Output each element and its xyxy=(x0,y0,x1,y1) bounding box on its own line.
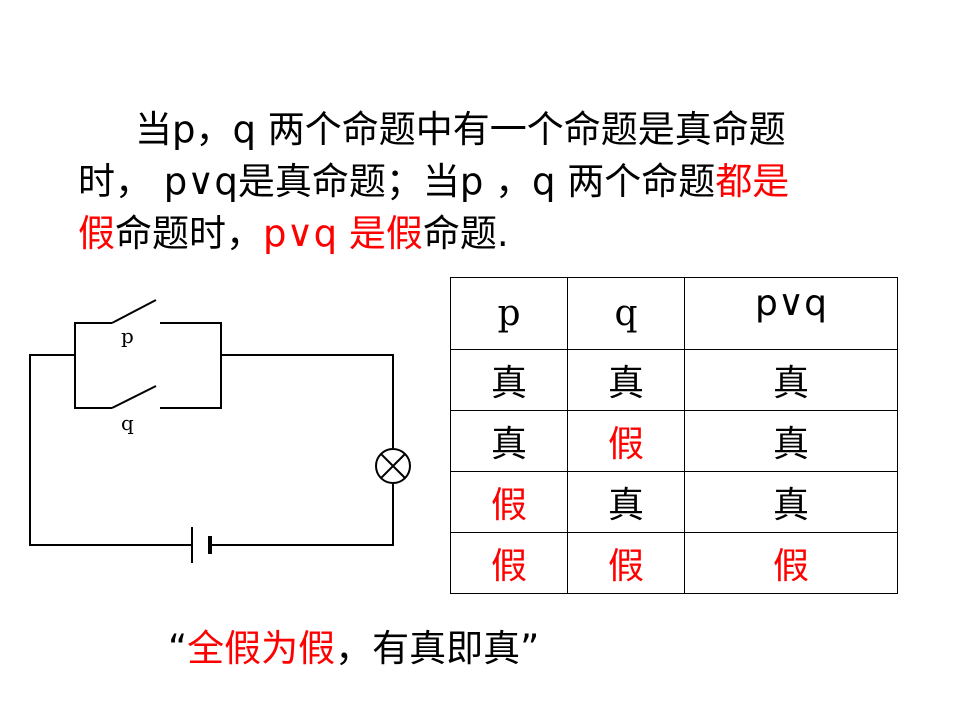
paragraph-line-3-text-1: 命题时， xyxy=(115,212,263,255)
switch-q-blade xyxy=(111,385,157,409)
table-cell: 真 xyxy=(450,349,568,411)
table-cell: 真 xyxy=(684,349,898,411)
table-cell: 假 xyxy=(567,532,685,594)
paragraph-line-1: 当p，q 两个命题中有一个命题是真命题 xyxy=(78,104,898,156)
table-row: 假 假 假 xyxy=(450,532,898,594)
paragraph-line-3-highlight-1: 假 xyxy=(78,212,115,255)
header-cell-p-or-q: p∨q xyxy=(684,277,898,350)
switch-p-label: p xyxy=(121,324,134,348)
header-cell-q: q xyxy=(567,277,685,350)
motto-red-part: 全假为假 xyxy=(187,627,336,670)
circuit-wire-right xyxy=(210,484,394,546)
table-cell: 假 xyxy=(450,532,568,594)
branch-q-left xyxy=(74,355,112,409)
truth-table: p q p∨q 真 真 真 真 假 真 假 真 真 假 假 假 xyxy=(450,277,898,594)
paragraph-line-3: 假命题时，p∨q 是假命题. xyxy=(78,208,898,260)
table-header-row: p q p∨q xyxy=(450,277,898,350)
paragraph-line-3-text-2: 命题. xyxy=(422,212,509,255)
motto-open-quote: “ xyxy=(168,627,188,670)
paragraph-line-2: 时， p∨q是真命题；当p ，q 两个命题都是 xyxy=(78,156,898,208)
table-row: 真 假 真 xyxy=(450,410,898,472)
motto-close-quote: ” xyxy=(520,627,540,670)
branch-p-left xyxy=(74,322,112,355)
table-row: 真 真 真 xyxy=(450,349,898,411)
branch-p-right xyxy=(160,322,222,409)
lamp-icon xyxy=(375,448,411,484)
circuit-wire-left xyxy=(29,354,192,546)
switch-q-label: q xyxy=(121,411,134,435)
circuit-wire-top xyxy=(221,354,394,448)
paragraph-line-3-highlight-2: p∨q 是假 xyxy=(263,212,423,255)
paragraph-line-2-text: 时， p∨q是真命题；当p ，q 两个命题 xyxy=(78,160,716,203)
paragraph-line-2-highlight: 都是 xyxy=(715,160,790,203)
table-cell: 真 xyxy=(567,349,685,411)
header-cell-p: p xyxy=(450,277,568,350)
header-p-or-q-text: p∨q xyxy=(754,283,828,324)
table-cell: 假 xyxy=(450,471,568,533)
table-cell: 真 xyxy=(684,410,898,472)
summary-motto: “全假为假，有真即真” xyxy=(168,618,539,672)
paragraph-line-1-text: 当p，q 两个命题中有一个命题是真命题 xyxy=(135,108,786,151)
motto-black-part: ，有真即真 xyxy=(335,627,521,670)
switch-p-blade xyxy=(111,299,157,324)
table-cell: 真 xyxy=(567,471,685,533)
explanation-paragraph: 当p，q 两个命题中有一个命题是真命题 时， p∨q是真命题；当p ，q 两个命… xyxy=(78,104,898,260)
table-cell: 真 xyxy=(684,471,898,533)
table-row: 假 真 真 xyxy=(450,471,898,533)
table-cell: 假 xyxy=(567,410,685,472)
table-cell: 真 xyxy=(450,410,568,472)
table-cell: 假 xyxy=(684,532,898,594)
